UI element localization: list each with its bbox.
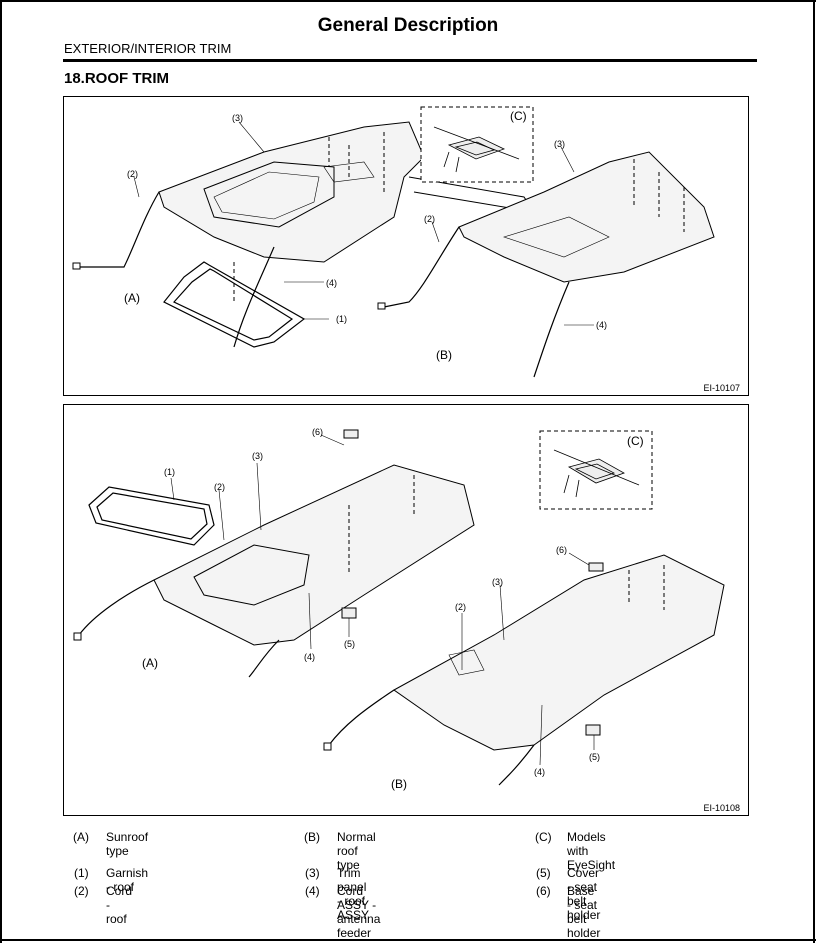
header-rule bbox=[63, 59, 757, 62]
fig1-label-3b: (3) bbox=[554, 139, 565, 149]
garnish-roof-fig2 bbox=[88, 486, 215, 546]
seat-belt-base-fig2-a bbox=[343, 429, 359, 439]
cord-connector-fig2-a bbox=[73, 632, 82, 641]
cord-roof-b bbox=[383, 226, 460, 308]
figure-roof-trim-2: (C) (1) (2) (3) (6) (5) (4) bbox=[63, 404, 749, 816]
figure-roof-trim-1: (3) (2) (4) (1) (A) (C) (3) bbox=[63, 96, 749, 396]
fig2-label-3a: (3) bbox=[252, 451, 263, 461]
fig2-label-2b: (2) bbox=[455, 602, 466, 612]
eyesight-unit-fig2 bbox=[553, 449, 640, 498]
cord-roof-a bbox=[79, 191, 160, 268]
page-border-bottom bbox=[0, 939, 816, 941]
fig2-label-6b: (6) bbox=[556, 545, 567, 555]
legend-key-1: (1) bbox=[74, 866, 89, 880]
legend-text-a: Sunroof type bbox=[106, 830, 149, 858]
legend-text-c: Models with EyeSight bbox=[567, 830, 616, 872]
legend-text-b: Normal roof type bbox=[337, 830, 376, 872]
fig1-label-A: (A) bbox=[124, 291, 140, 305]
fig2-label-3b: (3) bbox=[492, 577, 503, 587]
fig1-label-4a: (4) bbox=[326, 278, 337, 288]
fig1-label-1a: (1) bbox=[336, 314, 347, 324]
fig1-label-2a: (2) bbox=[127, 169, 138, 179]
legend-key-a: (A) bbox=[73, 830, 89, 844]
antenna-feeder-fig2-a bbox=[248, 639, 280, 678]
garnish-roof-a bbox=[163, 261, 306, 348]
fig2-label-6a: (6) bbox=[312, 427, 323, 437]
fig2-label-C: (C) bbox=[627, 434, 644, 448]
headliner-normal-type bbox=[458, 151, 715, 283]
legend-key-c: (C) bbox=[535, 830, 552, 844]
fig1-label-4b: (4) bbox=[596, 320, 607, 330]
figure-1-id: EI-10107 bbox=[703, 383, 740, 393]
figure-2-drawing: (C) (1) (2) (3) (6) (5) (4) bbox=[73, 427, 725, 791]
cord-connector-a bbox=[72, 262, 81, 270]
fig1-label-2b: (2) bbox=[424, 214, 435, 224]
cord-roof-fig2-b bbox=[328, 689, 395, 746]
fig2-label-2a: (2) bbox=[214, 482, 225, 492]
fig2-label-5b: (5) bbox=[589, 752, 600, 762]
cord-roof-fig2-a bbox=[78, 579, 155, 636]
fig1-label-B: (B) bbox=[436, 348, 452, 362]
cord-connector-fig2-b bbox=[323, 742, 332, 751]
page-border-right bbox=[813, 0, 815, 943]
legend-text-1: Garnish - roof bbox=[106, 866, 149, 894]
page-title: General Description bbox=[317, 15, 499, 36]
page-border-left bbox=[0, 0, 2, 943]
headliner-normal-fig2 bbox=[393, 554, 725, 751]
eyesight-unit-fig1 bbox=[433, 126, 520, 173]
legend-key-5: (5) bbox=[536, 866, 551, 880]
headliner-sunroof-fig2 bbox=[153, 464, 475, 646]
fig2-label-B: (B) bbox=[391, 777, 407, 791]
legend-text-6: Base - seat belt holder bbox=[567, 884, 601, 940]
seat-belt-base-fig2-b bbox=[588, 562, 604, 572]
legend-key-2: (2) bbox=[74, 884, 89, 898]
legend-key-b: (B) bbox=[304, 830, 320, 844]
fig2-label-A: (A) bbox=[142, 656, 158, 670]
seat-belt-cover-fig2-a bbox=[341, 607, 357, 619]
legend-key-6: (6) bbox=[536, 884, 551, 898]
headliner-sunroof-type bbox=[158, 121, 536, 302]
fig2-label-4a: (4) bbox=[304, 652, 315, 662]
page-border-top bbox=[0, 0, 816, 2]
cord-connector-b bbox=[377, 302, 386, 310]
fig1-label-C: (C) bbox=[510, 109, 527, 123]
legend-text-5: Cover - seat belt holder bbox=[567, 866, 601, 922]
figure-1-drawing: (3) (2) (4) (1) (A) (C) (3) bbox=[72, 106, 715, 378]
fig2-label-1a: (1) bbox=[164, 467, 175, 477]
legend-text-3: Trim panel - roof ASSY bbox=[337, 866, 370, 922]
fig2-label-5a: (5) bbox=[344, 639, 355, 649]
section-label: EXTERIOR/INTERIOR TRIM bbox=[64, 41, 232, 56]
antenna-feeder-b bbox=[533, 281, 570, 378]
section-heading: 18.ROOF TRIM bbox=[64, 70, 170, 87]
seat-belt-cover-fig2-b bbox=[585, 724, 601, 736]
legend-text-4: Cord ASSY - antenna feeder bbox=[337, 884, 381, 940]
antenna-feeder-a bbox=[233, 246, 275, 348]
legend-text-2: Cord - roof bbox=[106, 884, 133, 926]
figure-2-id: EI-10108 bbox=[703, 803, 740, 813]
antenna-feeder-fig2-b bbox=[498, 744, 535, 786]
legend-key-4: (4) bbox=[305, 884, 320, 898]
fig1-label-3a: (3) bbox=[232, 113, 243, 123]
legend-key-3: (3) bbox=[305, 866, 320, 880]
fig2-label-4b: (4) bbox=[534, 767, 545, 777]
